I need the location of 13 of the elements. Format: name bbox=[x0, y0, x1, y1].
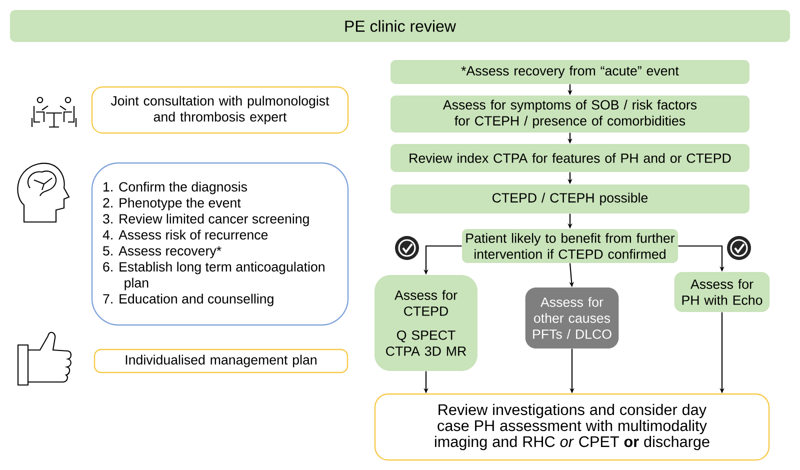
process-box: Individualised management plan bbox=[94, 348, 348, 374]
process-box: Review index CTPA for features of PH and or CTEPD bbox=[390, 144, 750, 172]
process-box: Assess for symptoms of SOB / risk factors for CTEPH / presence of comorbidities bbox=[390, 96, 750, 132]
process-box: *Assess recovery from “acute” event bbox=[390, 60, 750, 84]
decision-box: Patient likely to benefit from further intervention if CTEPD confirmed bbox=[462, 229, 678, 263]
list-box: 1. Confirm the diagnosis 2. Phenotype the event 3. Review limited cancer screening 4. Assess risk of recurrence 5. Assess recovery* 6. Establish long term anticoagulation plan 7. Education and counselling bbox=[91, 162, 349, 326]
outcome-box: Review investigations and consider day case PH assessment with multimodality imaging and RHC or CPET or discharge bbox=[374, 393, 770, 461]
title-band: PE clinic review bbox=[10, 10, 790, 42]
process-box: Joint consultation with pulmonologist and thrombosis expert bbox=[91, 86, 349, 134]
process-box: CTEPD / CTEPH possible bbox=[390, 184, 750, 214]
process-box: Assess for CTEPD Q SPECT CTPA 3D MR bbox=[374, 275, 478, 371]
process-box: Assess for PH with Echo bbox=[674, 272, 770, 312]
process-box: Assess for other causes PFTs / DLCO bbox=[525, 288, 619, 348]
